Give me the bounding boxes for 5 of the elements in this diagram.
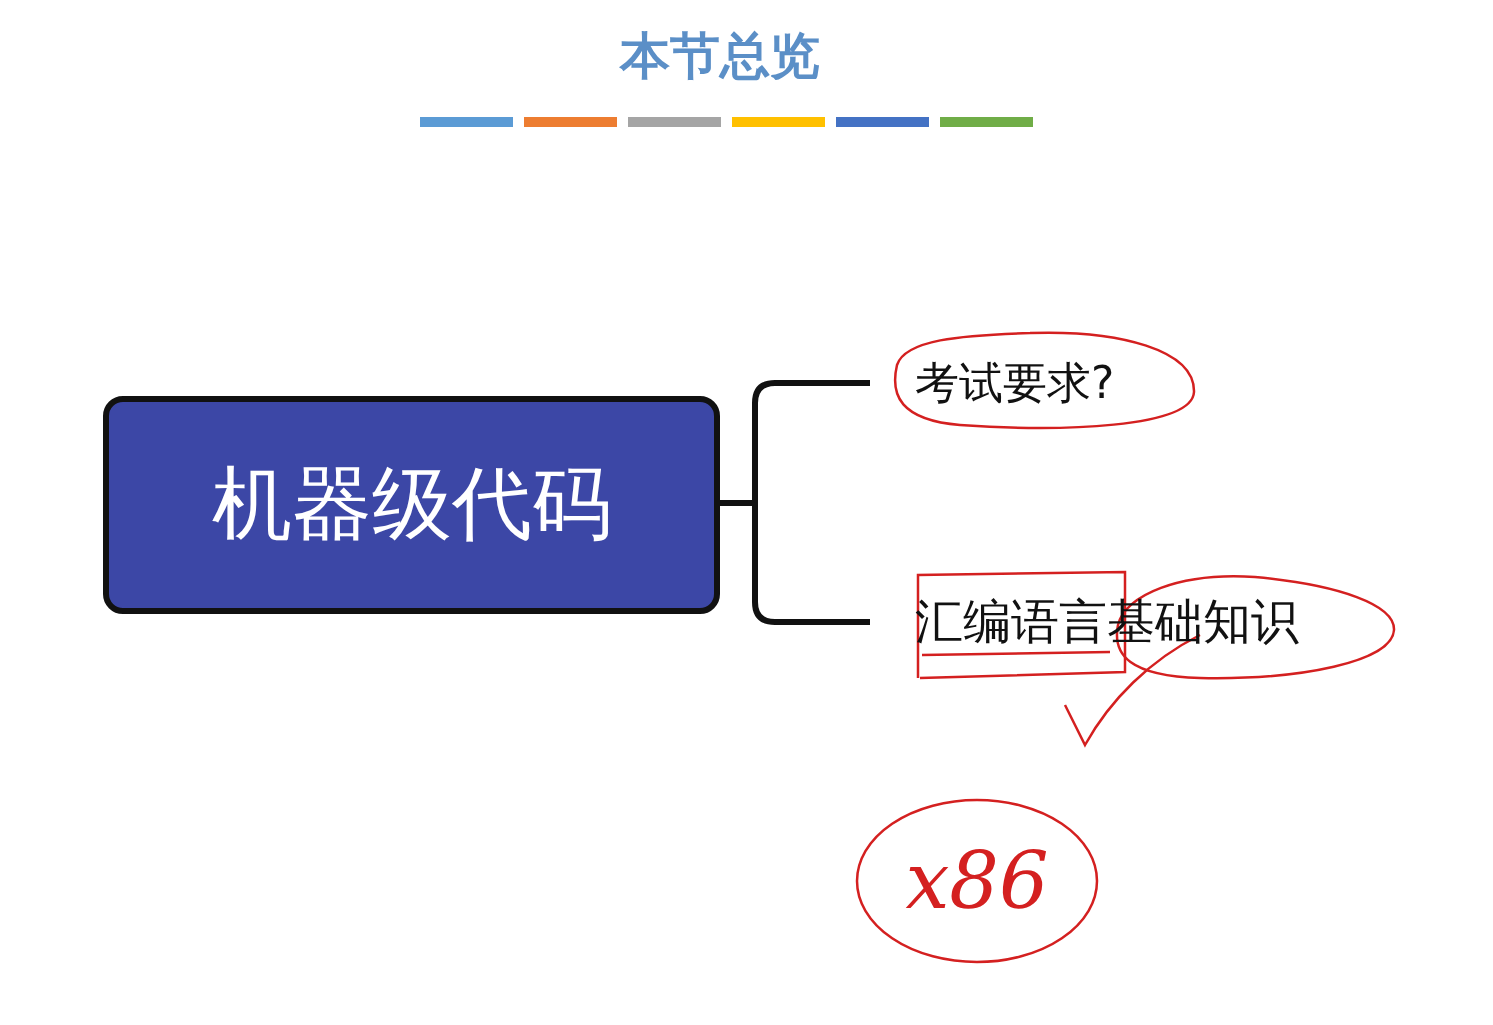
- title: 本节总览: [618, 26, 821, 87]
- subtopic-text: 考试要求?: [870, 353, 1170, 413]
- topic-box: 机器级代码: [103, 396, 720, 614]
- circled-note: x86: [855, 798, 1099, 964]
- bracket-connector: [720, 500, 870, 625]
